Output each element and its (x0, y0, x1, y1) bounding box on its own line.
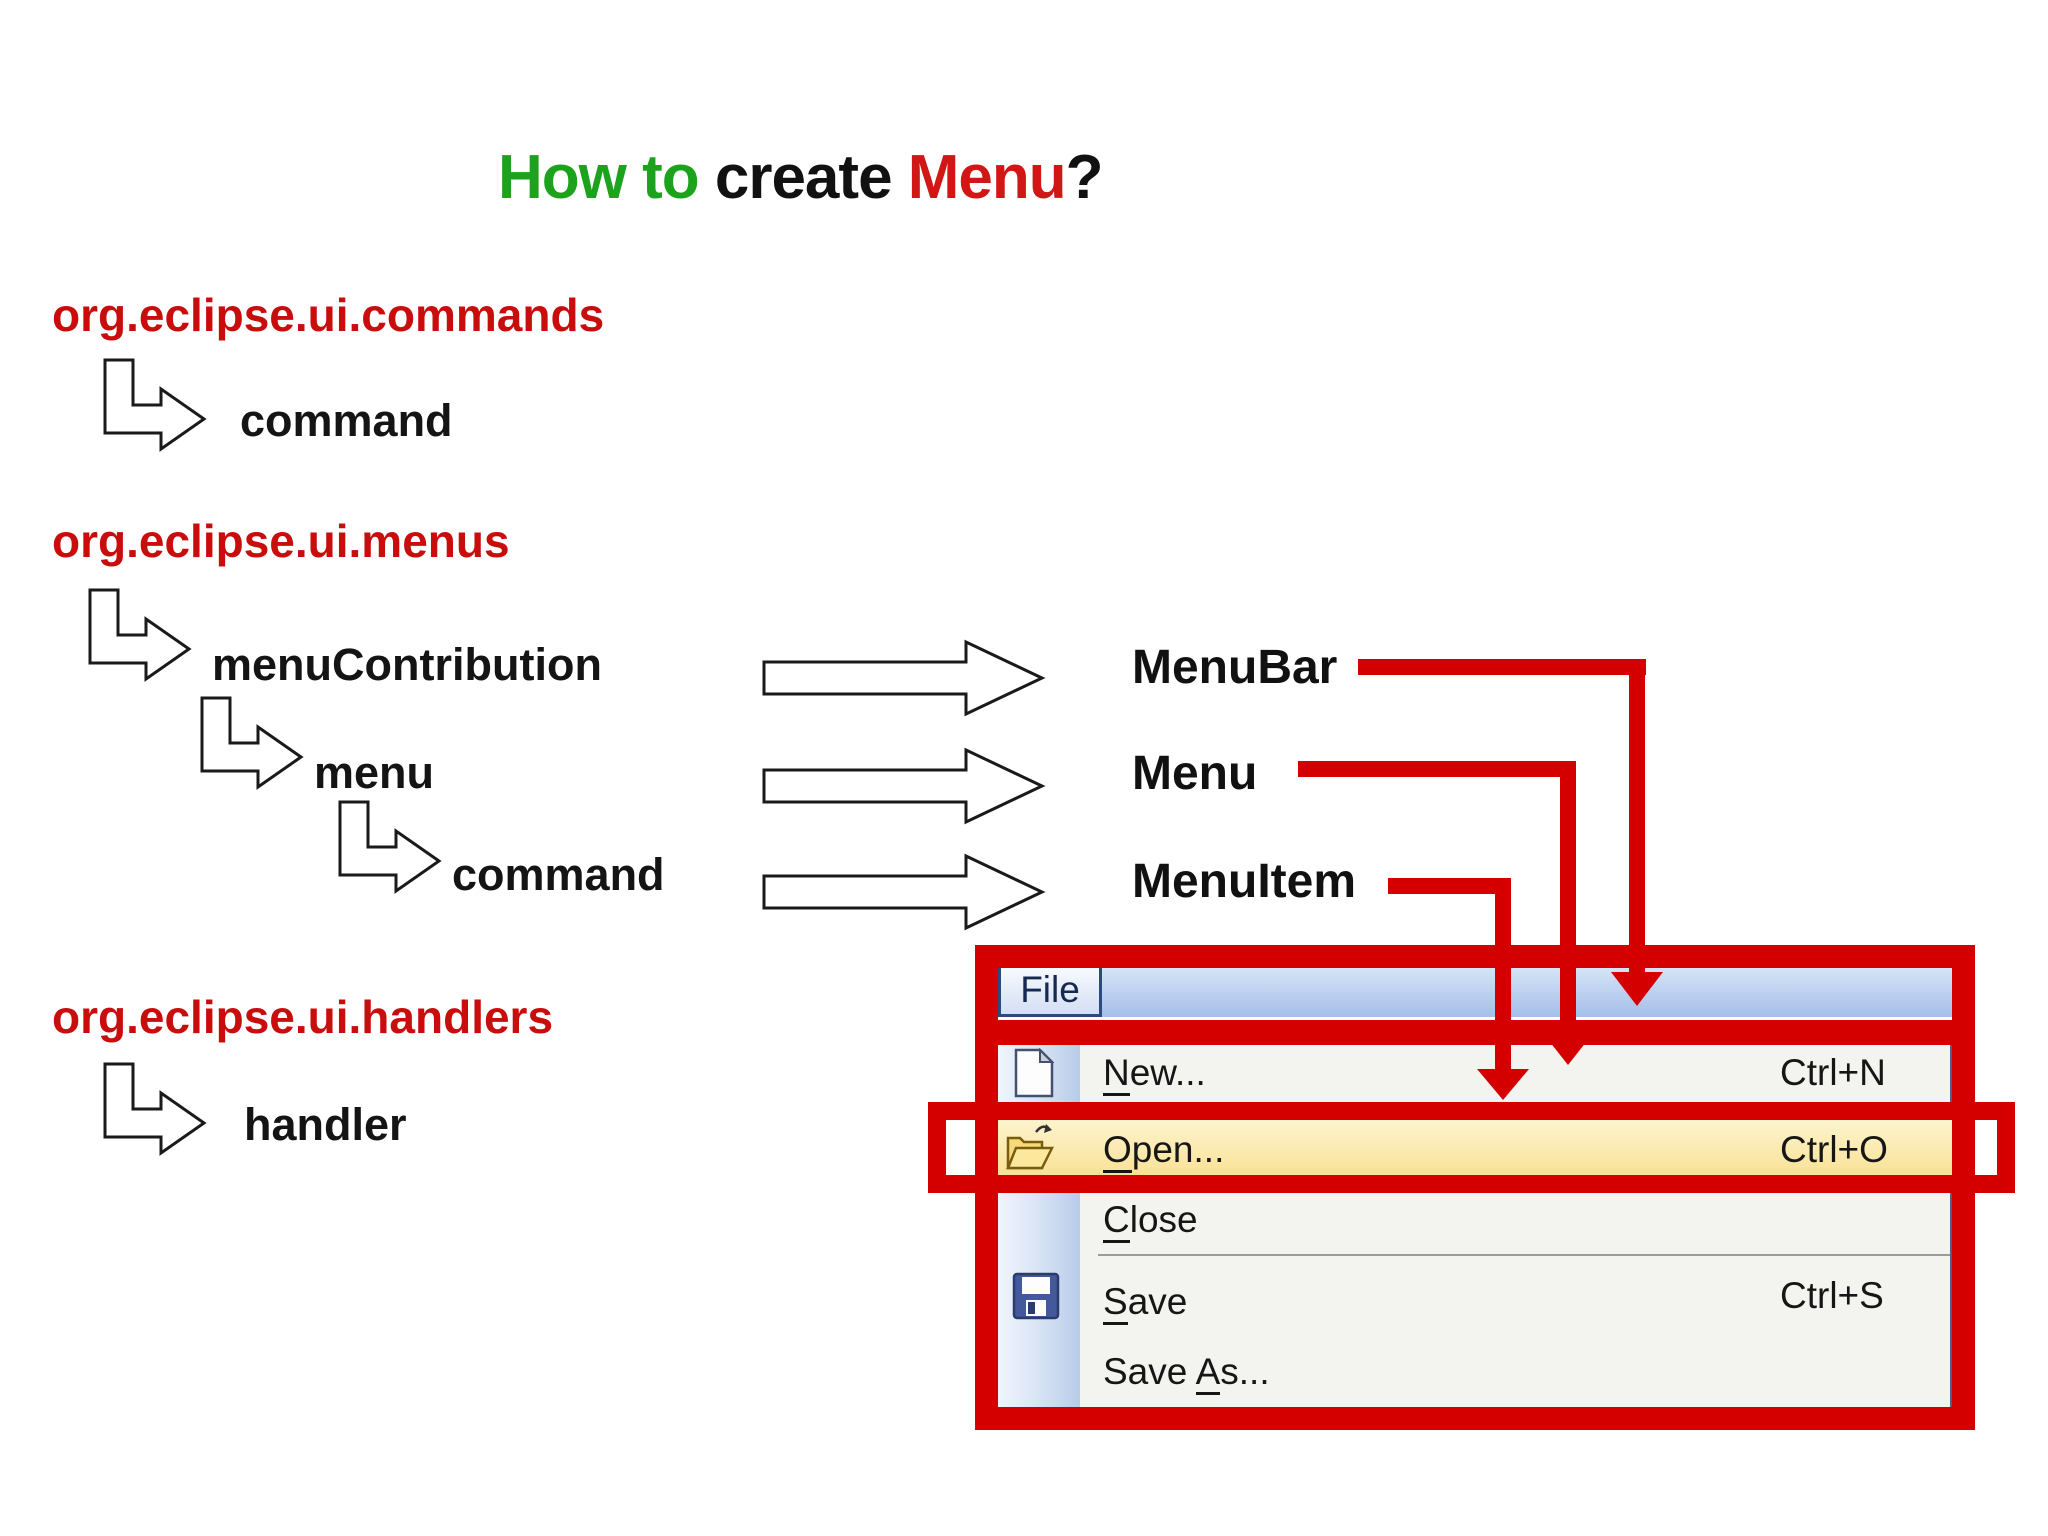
right-block-arrow-icon (762, 639, 1046, 717)
menu-connector-arrow (1298, 761, 1594, 1065)
save-icon (1012, 1272, 1060, 1320)
map-label-menuitem: MenuItem (1132, 855, 1357, 908)
menu-item-close[interactable]: Close (1103, 1199, 1198, 1243)
title-create: create (714, 143, 908, 212)
file-menu-label: File (1020, 968, 1080, 1010)
elbow-arrow-icon (200, 696, 304, 790)
title-how-to: How to (498, 143, 715, 212)
elbow-arrow-icon (103, 1062, 207, 1156)
menu-shortcut-open: Ctrl+O (1780, 1129, 1888, 1170)
menu-item-save-as[interactable]: Save As... (1103, 1351, 1270, 1395)
tree-label-menu: menu (314, 747, 435, 798)
open-folder-icon (1006, 1124, 1055, 1170)
map-label-menubar: MenuBar (1132, 641, 1338, 694)
tree-label-command: command (240, 395, 453, 446)
heading-org-eclipse-ui-menus: org.eclipse.ui.menus (52, 515, 510, 567)
menu-item-save[interactable]: Save (1103, 1281, 1187, 1325)
menu-shortcut-save: Ctrl+S (1780, 1275, 1884, 1316)
tree-label-handler: handler (244, 1099, 407, 1150)
file-menu-button[interactable]: File (998, 962, 1102, 1017)
menu-shortcut-new: Ctrl+N (1780, 1052, 1886, 1093)
elbow-arrow-icon (338, 800, 442, 894)
right-block-arrow-icon (762, 747, 1046, 825)
new-document-icon (1014, 1048, 1055, 1098)
menu-icon-gutter (998, 1045, 1080, 1407)
heading-org-eclipse-ui-handlers: org.eclipse.ui.handlers (52, 991, 554, 1043)
file-menu-bar (998, 962, 1953, 1017)
menu-separator (1098, 1254, 1950, 1256)
menubar-connector-arrow (1358, 659, 1663, 1006)
page-title: How to create Menu? (498, 142, 1104, 213)
elbow-arrow-icon (103, 358, 207, 452)
title-question-mark: ? (1065, 143, 1104, 212)
menubar-dropdown-red-divider (975, 1020, 1975, 1045)
tree-label-command-nested: command (452, 849, 665, 900)
map-label-menu: Menu (1132, 747, 1258, 800)
title-menu: Menu (907, 143, 1067, 212)
elbow-arrow-icon (88, 588, 192, 682)
menu-item-new[interactable]: New... (1103, 1052, 1206, 1096)
right-block-arrow-icon (762, 853, 1046, 931)
tree-label-menucontribution: menuContribution (212, 639, 602, 690)
heading-org-eclipse-ui-commands: org.eclipse.ui.commands (52, 289, 605, 341)
menu-item-open[interactable]: Open... (1103, 1129, 1224, 1173)
